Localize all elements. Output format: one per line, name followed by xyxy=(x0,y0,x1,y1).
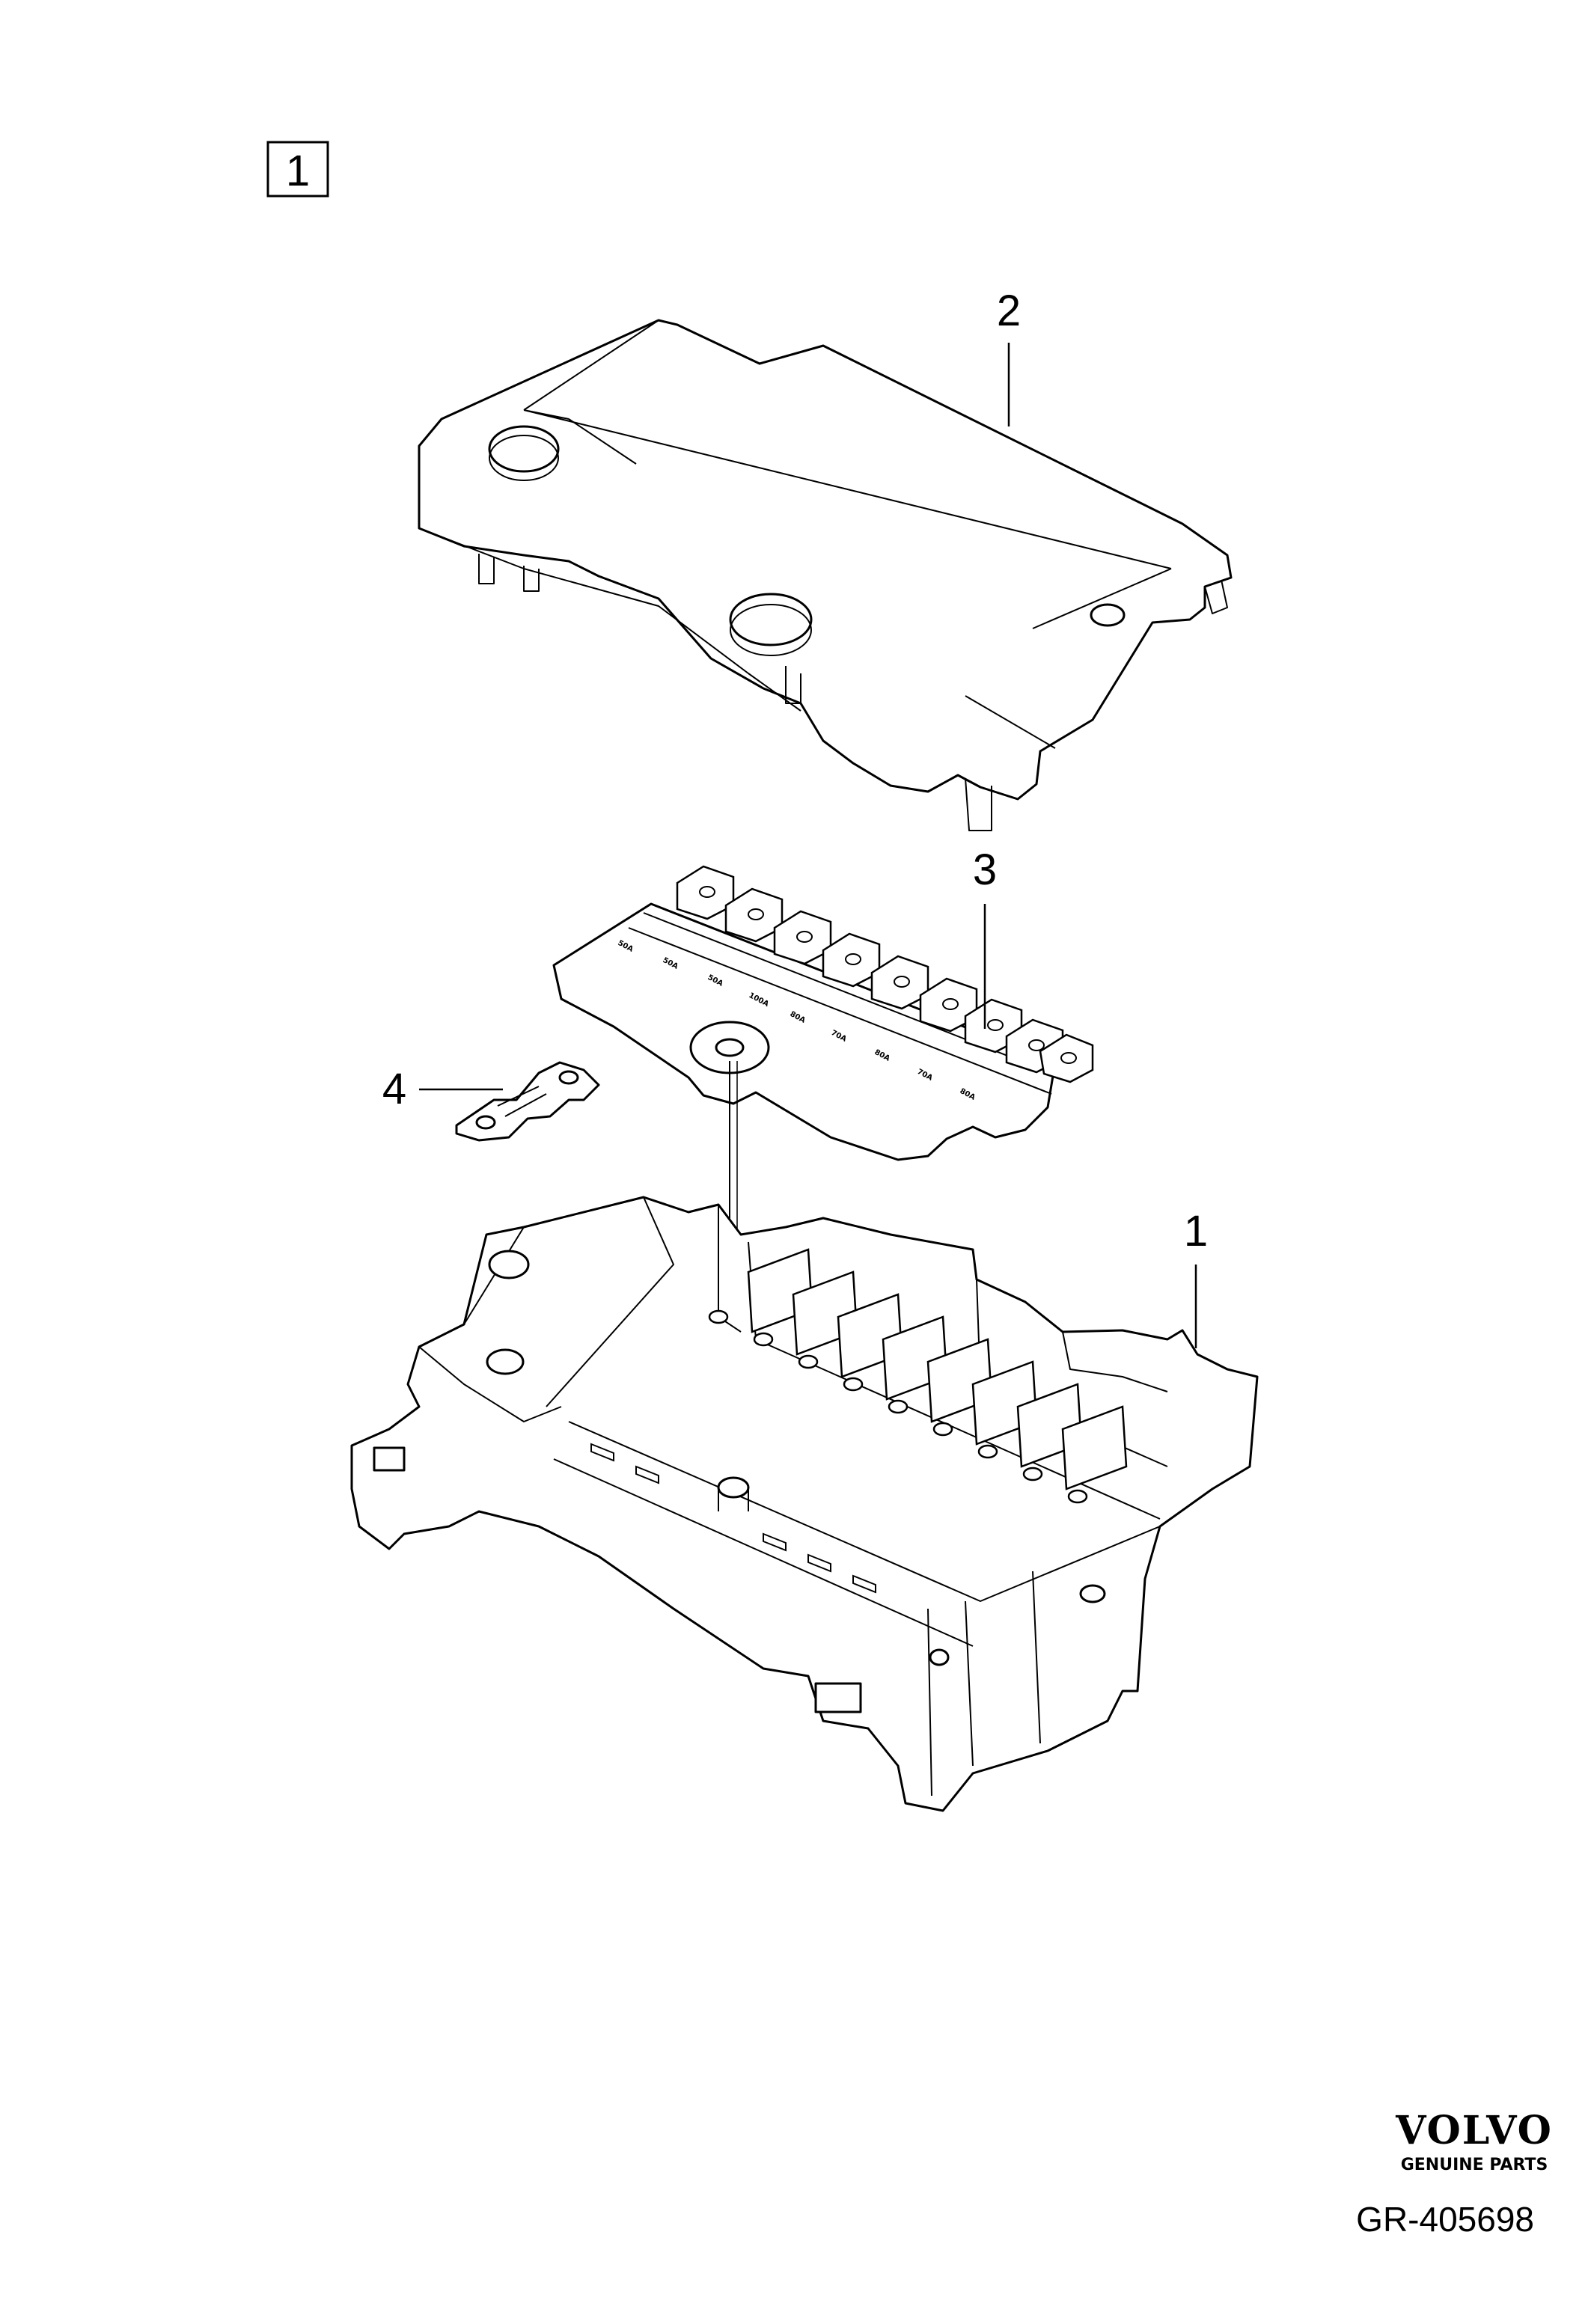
callout-3: 3 xyxy=(973,845,997,894)
drawing-code: GR-405698 xyxy=(1356,2200,1534,2239)
callout-2: 2 xyxy=(997,287,1021,335)
brand-wordmark: VOLVO xyxy=(1395,2108,1553,2153)
fuse-tab-holes xyxy=(699,886,1077,1064)
housing-fins xyxy=(747,1248,1128,1490)
fuse-part-4 xyxy=(455,1061,600,1142)
callout-1: 1 xyxy=(1184,1207,1208,1256)
base-housing-part-1 xyxy=(350,1196,1259,1812)
brand-subtitle: GENUINE PARTS xyxy=(1401,2156,1548,2174)
volvo-logo: VOLVO GENUINE PARTS xyxy=(1395,2108,1553,2174)
cover-part-2 xyxy=(418,319,1233,831)
group-box: 1 xyxy=(266,141,329,198)
housing-slots xyxy=(590,1443,876,1594)
housing-studs xyxy=(708,1309,1088,1504)
callout-4: 4 xyxy=(382,1065,406,1113)
fuse-plate-part-3: 50A 50A 50A 100A 80A 70A 80A 70A 80A xyxy=(552,865,1094,1161)
group-box-label: 1 xyxy=(286,147,310,195)
